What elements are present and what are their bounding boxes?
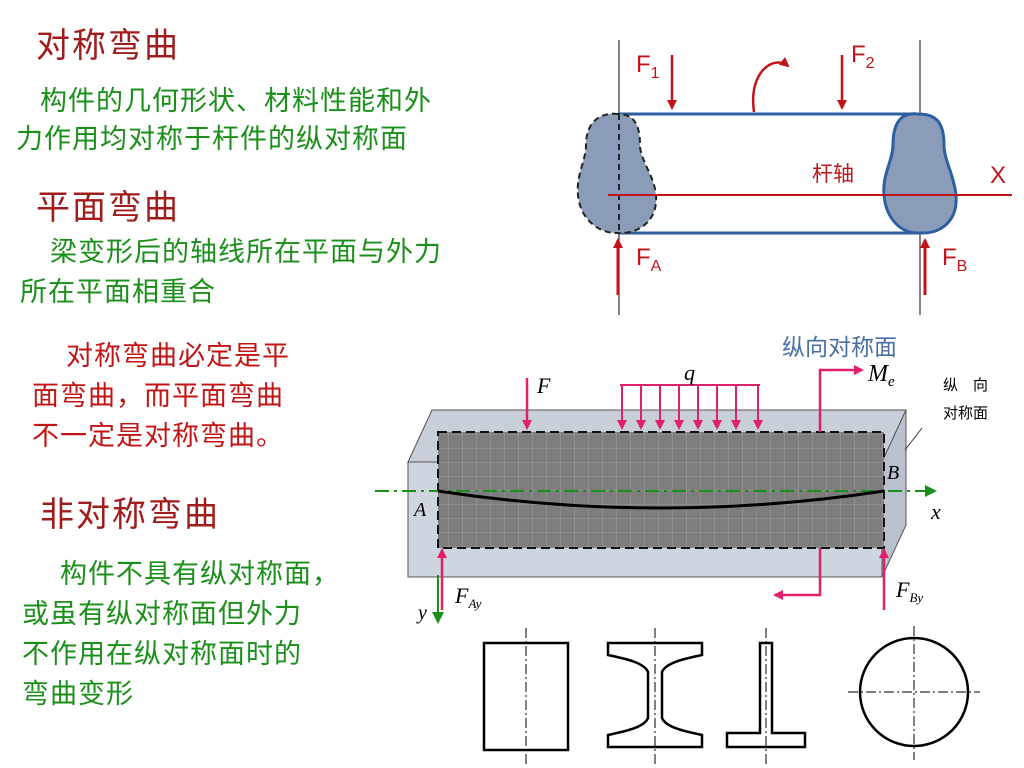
label-fa: FA xyxy=(636,244,662,275)
moment-me-arrow-top xyxy=(818,365,864,432)
cross-sections xyxy=(482,626,980,766)
heading-symmetric-bending: 对称弯曲 xyxy=(36,26,180,66)
label-f2: F2 xyxy=(851,41,875,72)
label-x-axis-top: X xyxy=(990,162,1006,189)
para-plane-l1: 梁变形后的轴线所在平面与外力 xyxy=(50,237,442,268)
section-rectangle xyxy=(482,628,570,766)
label-fb: FB xyxy=(942,244,967,275)
para-plane-l2: 所在平面相重合 xyxy=(20,277,216,308)
para-asym-l3: 不作用在纵对称面时的 xyxy=(22,639,302,670)
label-longitudinal-plane: 纵向对称面 xyxy=(782,335,897,361)
para-symmetric-l2: 力作用均对称于杆件的纵对称面 xyxy=(16,124,408,155)
label-fby: FBy xyxy=(895,577,923,605)
label-y-axis: y xyxy=(416,602,427,624)
section-t xyxy=(725,628,807,766)
para-asym-l2: 或虽有纵对称面但外力 xyxy=(22,599,302,630)
label-point-a: A xyxy=(412,499,427,521)
moment-arrow xyxy=(751,57,790,113)
label-x-axis: x xyxy=(930,499,941,524)
side-label-leader xyxy=(904,427,923,451)
note-l3: 不一定是对称弯曲。 xyxy=(32,421,284,452)
label-point-b: B xyxy=(887,462,899,484)
note-l1: 对称弯曲必定是平 xyxy=(66,341,290,372)
para-symmetric-l1: 构件的几何形状、材料性能和外 xyxy=(40,86,432,117)
para-asym-l1: 构件不具有纵对称面， xyxy=(60,559,340,590)
label-side-plane-l1: 纵 向 xyxy=(943,376,988,394)
moment-me-arrow-bottom xyxy=(773,548,822,600)
heading-asymmetric-bending: 非对称弯曲 xyxy=(40,495,220,535)
beam-diagram: 纵向对称面 q F Me 纵 向 对称面 A B x y FAy FBy xyxy=(375,335,988,624)
label-bar-axis: 杆轴 xyxy=(812,162,854,186)
note-l2: 面弯曲，而平面弯曲 xyxy=(32,381,284,412)
heading-plane-bending: 平面弯曲 xyxy=(36,188,180,228)
label-f: F xyxy=(536,373,551,398)
section-right xyxy=(882,112,958,235)
label-side-plane-l2: 对称面 xyxy=(943,404,988,422)
section-circle xyxy=(848,626,980,760)
label-me: Me xyxy=(867,361,895,390)
label-q: q xyxy=(684,360,695,385)
section-i-beam xyxy=(606,628,704,766)
label-fay: FAy xyxy=(454,583,482,611)
label-f1: F1 xyxy=(636,51,660,82)
deflection-curve xyxy=(437,489,885,510)
section-left xyxy=(576,112,658,235)
para-asym-l4: 弯曲变形 xyxy=(22,679,134,710)
bar-diagram: F1 F2 FA FB 杆轴 X xyxy=(576,40,1012,315)
